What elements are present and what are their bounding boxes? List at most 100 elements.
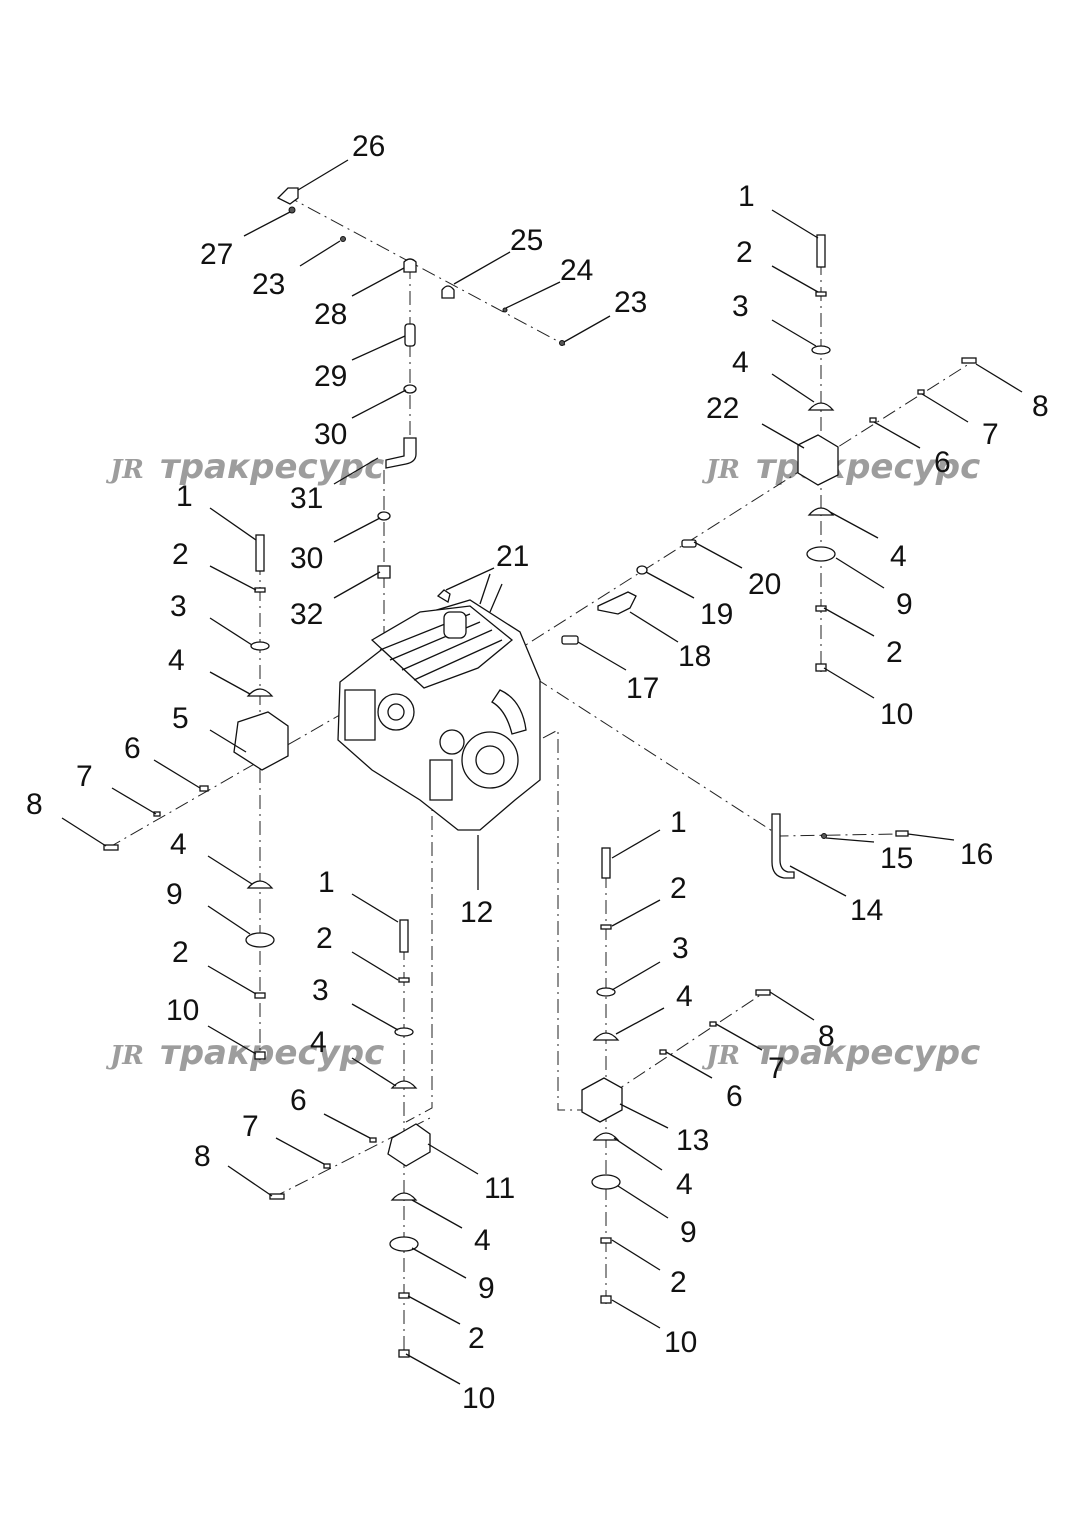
cushion-part-4 xyxy=(246,688,274,697)
callout-24: 24 xyxy=(560,254,593,287)
callout-30: 30 xyxy=(290,542,323,575)
cushion-part-9 xyxy=(591,1174,621,1190)
callout-4: 4 xyxy=(170,828,187,861)
cushion-part-9 xyxy=(389,1236,419,1252)
callout-9: 9 xyxy=(896,588,913,621)
engine-fittings xyxy=(436,539,697,645)
callout-4: 4 xyxy=(168,644,185,677)
left-front-mount xyxy=(103,534,289,1060)
callout-16: 16 xyxy=(960,838,993,871)
callout-6: 6 xyxy=(290,1084,307,1117)
callout-23: 23 xyxy=(614,286,647,319)
callout-7: 7 xyxy=(76,760,93,793)
watermark-logo: JR xyxy=(105,455,144,485)
pipe-part-31 xyxy=(385,437,417,469)
elbow-part-28 xyxy=(403,258,417,273)
tie-part-23 xyxy=(340,236,346,242)
callout-28: 28 xyxy=(314,298,347,331)
callout-12: 12 xyxy=(460,896,493,929)
fitting-part-21 xyxy=(436,589,451,604)
bolt-part-1 xyxy=(816,234,826,268)
bolt-part-16 xyxy=(895,830,909,837)
watermark-text: тракресурс xyxy=(756,447,980,487)
callout-23: 23 xyxy=(252,268,285,301)
washer-part-2 xyxy=(398,1292,410,1299)
callout-8: 8 xyxy=(1032,390,1049,423)
bracket-part-18 xyxy=(597,591,637,615)
right-rear-mount xyxy=(797,234,977,672)
washer-part-2 xyxy=(600,1237,612,1244)
washer-part-2 xyxy=(398,977,410,983)
callout-4: 4 xyxy=(890,540,907,573)
right-tube-assembly xyxy=(771,813,909,879)
front-center-mount xyxy=(269,919,431,1358)
watermark-logo: JR xyxy=(701,1041,740,1071)
callout-2: 2 xyxy=(172,538,189,571)
engine-block-part-12 xyxy=(337,573,541,831)
washer-part-2 xyxy=(254,992,266,999)
callout-9: 9 xyxy=(478,1272,495,1305)
cushion-part-4 xyxy=(246,880,274,889)
cushion-part-9 xyxy=(806,546,836,562)
callout-15: 15 xyxy=(880,842,913,875)
bolt-part-20 xyxy=(681,539,697,548)
nut-part-10 xyxy=(815,663,827,672)
washer-part-7 xyxy=(709,1021,717,1027)
bolt-part-1 xyxy=(255,534,265,572)
callout-1: 1 xyxy=(670,806,687,839)
callout-31: 31 xyxy=(290,482,323,515)
callout-6: 6 xyxy=(934,446,951,479)
hose-clamp-part-26 xyxy=(276,187,299,205)
tie-part-23 xyxy=(559,340,565,346)
callout-18: 18 xyxy=(678,640,711,673)
callout-3: 3 xyxy=(732,290,749,323)
callout-9: 9 xyxy=(680,1216,697,1249)
callout-2: 2 xyxy=(468,1322,485,1355)
callout-2: 2 xyxy=(670,1266,687,1299)
bracket-part-11 xyxy=(387,1123,431,1167)
callout-4: 4 xyxy=(310,1026,327,1059)
callout-8: 8 xyxy=(818,1020,835,1053)
callout-1: 1 xyxy=(176,480,193,513)
callout-32: 32 xyxy=(290,598,323,631)
callout-10: 10 xyxy=(880,698,913,731)
washer-part-6 xyxy=(199,785,209,792)
callout-8: 8 xyxy=(194,1140,211,1173)
watermark-text: тракресурс xyxy=(756,1033,980,1073)
callout-labels: 26 27 23 25 24 23 28 29 30 31 30 32 21 1… xyxy=(26,130,1049,1415)
washer-part-3 xyxy=(811,345,831,355)
callout-4: 4 xyxy=(676,1168,693,1201)
bracket-part-22 xyxy=(797,434,839,486)
bolt-part-8 xyxy=(269,1193,285,1200)
callout-1: 1 xyxy=(738,180,755,213)
callout-2: 2 xyxy=(670,872,687,905)
cushion-part-4 xyxy=(390,1192,418,1201)
nut-part-10 xyxy=(254,1051,266,1060)
washer-part-2 xyxy=(815,291,827,297)
callout-3: 3 xyxy=(312,974,329,1007)
callout-7: 7 xyxy=(242,1110,259,1143)
washer-part-7 xyxy=(153,811,161,817)
callout-2: 2 xyxy=(172,936,189,969)
clip-part-27 xyxy=(288,206,296,214)
washer-part-3 xyxy=(250,641,270,651)
bolt-part-8 xyxy=(961,357,977,364)
washer-part-6 xyxy=(869,417,877,423)
watermark-text: тракресурс xyxy=(160,1033,384,1073)
washer-part-7 xyxy=(917,389,925,395)
callout-10: 10 xyxy=(462,1382,495,1415)
tube-part-24 xyxy=(502,307,508,313)
callout-20: 20 xyxy=(748,568,781,601)
callout-19: 19 xyxy=(700,598,733,631)
bolt-part-1 xyxy=(399,919,409,953)
callout-11: 11 xyxy=(484,1172,515,1205)
watermark-logo: JR xyxy=(105,1041,144,1071)
callout-3: 3 xyxy=(170,590,187,623)
callout-9: 9 xyxy=(166,878,183,911)
watermark-bottom-right: JR тракресурс xyxy=(701,1033,980,1073)
callout-27: 27 xyxy=(200,238,233,271)
washer-part-19 xyxy=(636,565,648,575)
callout-2: 2 xyxy=(316,922,333,955)
breather-hose-assembly xyxy=(276,187,565,579)
